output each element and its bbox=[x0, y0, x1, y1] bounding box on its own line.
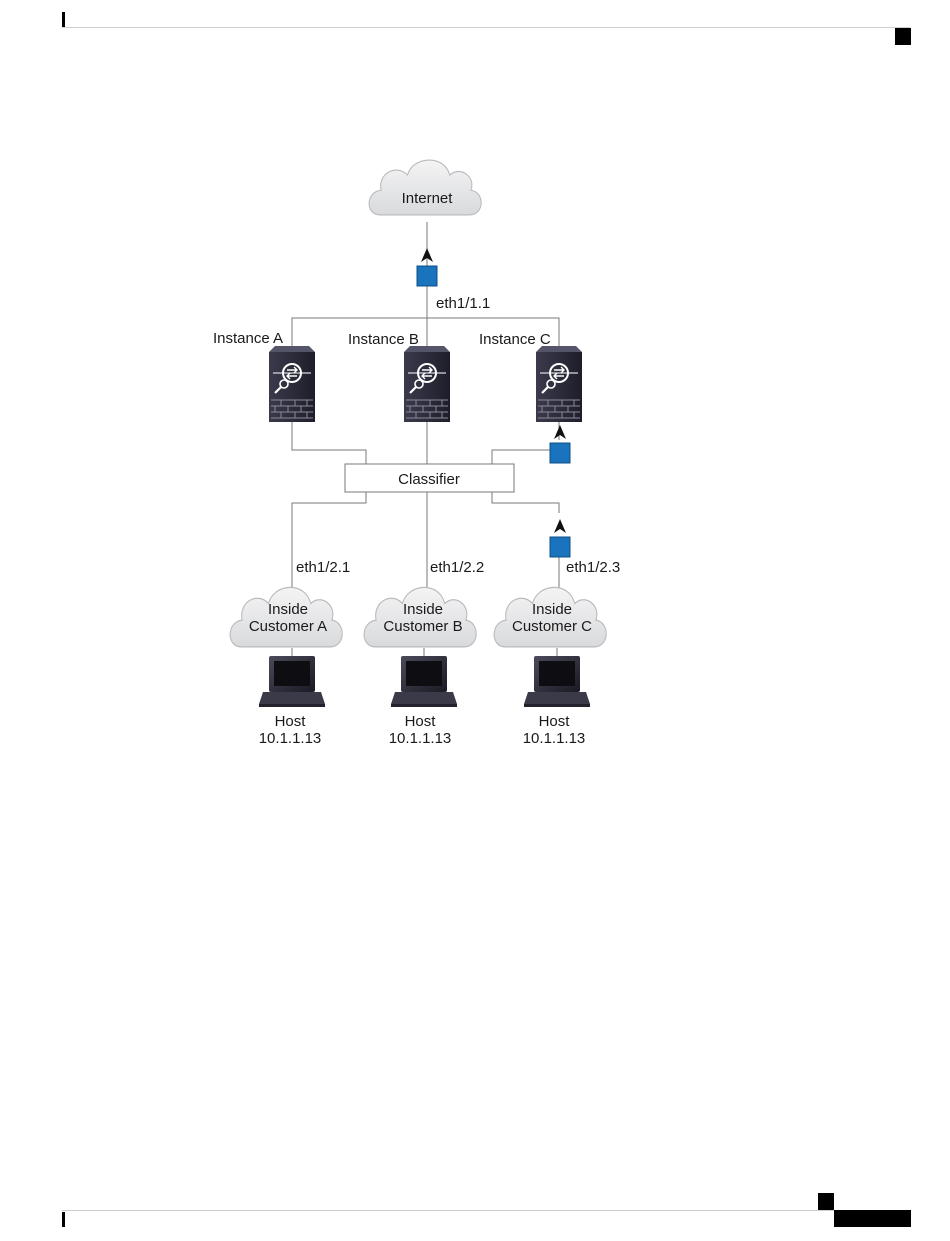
host-b-label: Host bbox=[405, 713, 437, 730]
host-a-label: Host bbox=[275, 713, 307, 730]
internet-label: Internet bbox=[402, 190, 454, 207]
instance-c-firewall-icon bbox=[536, 346, 582, 422]
customer-b-cloud-line1: Inside bbox=[403, 601, 443, 618]
instance-b-firewall-icon bbox=[404, 346, 450, 422]
footer-page-tab bbox=[834, 1210, 911, 1227]
host-c-ip: 10.1.1.13 bbox=[523, 730, 586, 747]
footer-corner-mark bbox=[818, 1193, 834, 1210]
customer-c-cloud-line1: Inside bbox=[532, 601, 572, 618]
host-c-label: Host bbox=[539, 713, 571, 730]
customer-c-cloud-line2: Customer C bbox=[512, 618, 592, 635]
internet-cloud: Internet bbox=[369, 160, 481, 215]
customer-a-interface-label: eth1/2.1 bbox=[296, 559, 350, 576]
uplink-packet-icon bbox=[417, 248, 437, 286]
instance-c-label: Instance C bbox=[479, 331, 551, 348]
customer-b-interface-label: eth1/2.2 bbox=[430, 559, 484, 576]
footer-marker bbox=[62, 1212, 65, 1227]
customer-a-cloud: Inside Customer A bbox=[230, 587, 342, 646]
customer-a-cloud-line2: Customer A bbox=[249, 618, 327, 635]
classifier-label: Classifier bbox=[398, 471, 460, 488]
customer-b-cloud-line2: Customer B bbox=[383, 618, 462, 635]
instance-a-firewall-icon bbox=[269, 346, 315, 422]
footer-rule bbox=[62, 1210, 910, 1211]
uplink-interface-label: eth1/1.1 bbox=[436, 295, 490, 312]
host-a-laptop-icon bbox=[259, 656, 325, 707]
host-c-laptop-icon bbox=[524, 656, 590, 707]
host-a-ip: 10.1.1.13 bbox=[259, 730, 322, 747]
host-b-laptop-icon bbox=[391, 656, 457, 707]
customer-b-cloud: Inside Customer B bbox=[364, 587, 476, 646]
customer-c-packet-icon bbox=[550, 519, 570, 557]
instance-b-label: Instance B bbox=[348, 331, 419, 348]
instance-a-label: Instance A bbox=[213, 330, 283, 347]
customer-c-interface-label: eth1/2.3 bbox=[566, 559, 620, 576]
customer-c-cloud: Inside Customer C bbox=[494, 587, 606, 646]
classifier-box: Classifier bbox=[345, 464, 514, 492]
customer-a-cloud-line1: Inside bbox=[268, 601, 308, 618]
host-b-ip: 10.1.1.13 bbox=[389, 730, 452, 747]
instance-c-packet-icon bbox=[550, 425, 570, 463]
